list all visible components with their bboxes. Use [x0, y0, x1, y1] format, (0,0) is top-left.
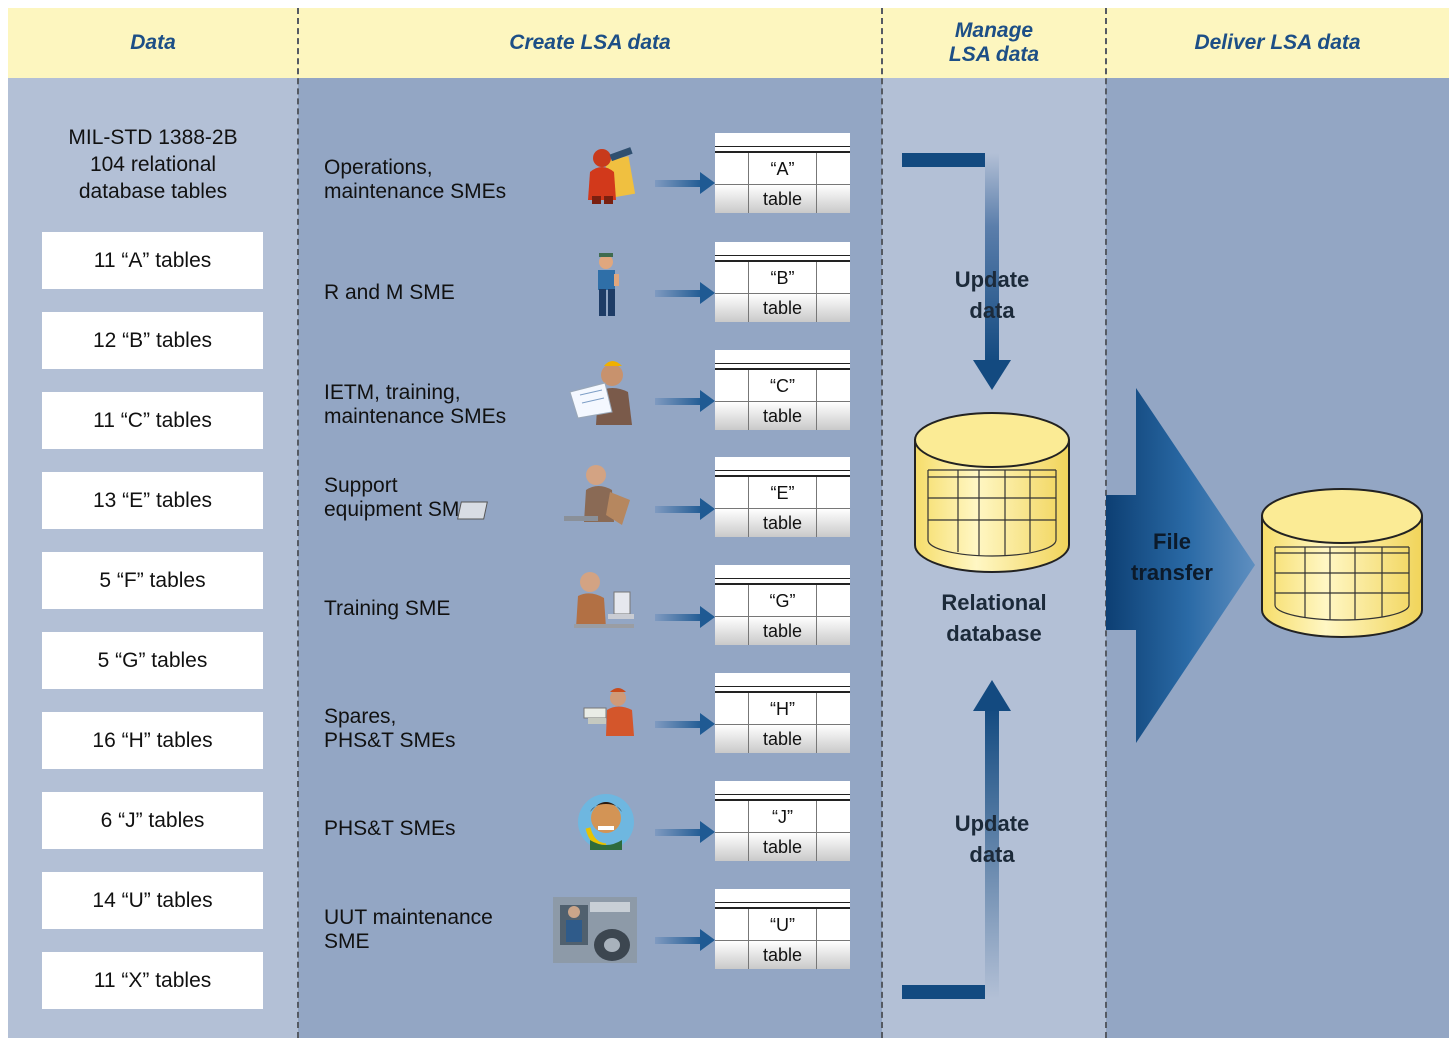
table-g-word: table [762, 621, 803, 641]
table-h-letter: “H” [770, 699, 795, 719]
mechanic-photo-icon [553, 897, 637, 963]
divider-1 [297, 8, 299, 1038]
create-column-bg [298, 78, 882, 1038]
table-b-letter: “B” [770, 268, 795, 288]
table-c-word: table [762, 406, 803, 426]
engineer-blueprint-icon [569, 361, 632, 425]
relational-database-label: Relational database [941, 590, 1047, 646]
table-b-word: table [762, 298, 803, 318]
table-g-letter: “G” [769, 591, 796, 611]
data-box-u: 14 “U” tables [42, 872, 263, 929]
data-box-a: 11 “A” tables [42, 232, 263, 289]
table-g: “G” table [715, 565, 850, 645]
update-data-bottom-label: Update data [954, 811, 1030, 867]
file-transfer-label: File transfer [1131, 529, 1213, 585]
divider-2 [881, 8, 883, 1038]
table-j: “J” table [715, 781, 850, 861]
file-transfer-arrow [1106, 388, 1255, 743]
data-box-e: 13 “E” tables [42, 472, 263, 529]
update-arrow-bottom [902, 680, 1011, 999]
arrow-to-table-a [655, 172, 715, 194]
table-a-letter: “A” [770, 159, 795, 179]
table-j-word: table [762, 837, 803, 857]
arrow-to-table-g [655, 606, 715, 628]
header-deliver-lsa-data: Deliver LSA data [1194, 31, 1361, 54]
table-j-letter: “J” [772, 807, 793, 827]
table-u: “U” table [715, 889, 850, 969]
table-c-letter: “C” [770, 376, 795, 396]
sme-label-h: Spares, PHS&T SMEs [324, 705, 456, 752]
sme-label-e: Support equipment SME [324, 474, 474, 521]
delivery-person-icon [583, 688, 634, 736]
table-h-word: table [762, 729, 803, 749]
table-h: “H” table [715, 673, 850, 753]
update-arrow-top [902, 153, 1011, 390]
standard-title: MIL-STD 1388-2B 104 relational database … [68, 126, 238, 203]
table-c: “C” table [715, 350, 850, 430]
delivered-database-icon [1261, 488, 1423, 638]
table-u-word: table [762, 945, 803, 965]
table-u-letter: “U” [770, 915, 795, 935]
sme-label-u: UUT maintenance SME [324, 906, 493, 953]
arrow-to-table-h [655, 713, 715, 735]
data-box-c: 11 “C” tables [42, 392, 263, 449]
table-e-word: table [762, 513, 803, 533]
data-box-f: 5 “F” tables [42, 552, 263, 609]
relational-database-icon [914, 412, 1070, 573]
arrow-to-table-b [655, 282, 715, 304]
technician-icon [598, 253, 619, 316]
update-data-top-label: Update data [954, 267, 1030, 323]
header-manage-lsa-data: Manage LSA data [948, 19, 1040, 66]
data-box-b: 12 “B” tables [42, 312, 263, 369]
table-a-word: table [762, 189, 803, 209]
arrow-to-table-u [655, 929, 715, 951]
phone-user-icon [578, 794, 634, 850]
table-e-letter: “E” [770, 483, 795, 503]
table-e: “E” table [715, 457, 850, 537]
arrow-to-table-e [655, 498, 715, 520]
sme-label-a: Operations, maintenance SMEs [324, 156, 507, 203]
table-b: “B” table [715, 242, 850, 322]
operator-icon [588, 147, 636, 204]
laptop-user-icon [457, 465, 630, 525]
header-create-lsa-data: Create LSA data [509, 31, 671, 54]
data-box-x: 11 “X” tables [42, 952, 263, 1009]
header-band [8, 8, 1449, 78]
data-box-h: 16 “H” tables [42, 712, 263, 769]
sme-label-c: IETM, training, maintenance SMEs [324, 381, 507, 428]
sme-label-b: R and M SME [324, 281, 455, 304]
sme-label-g: Training SME [324, 597, 451, 620]
arrow-to-table-j [655, 821, 715, 843]
header-data: Data [130, 31, 176, 54]
data-box-g: 5 “G” tables [42, 632, 263, 689]
arrow-to-table-c [655, 390, 715, 412]
table-a: “A” table [715, 133, 850, 213]
sme-label-j: PHS&T SMEs [324, 817, 456, 840]
computer-user-icon [574, 572, 634, 628]
data-box-j: 6 “J” tables [42, 792, 263, 849]
